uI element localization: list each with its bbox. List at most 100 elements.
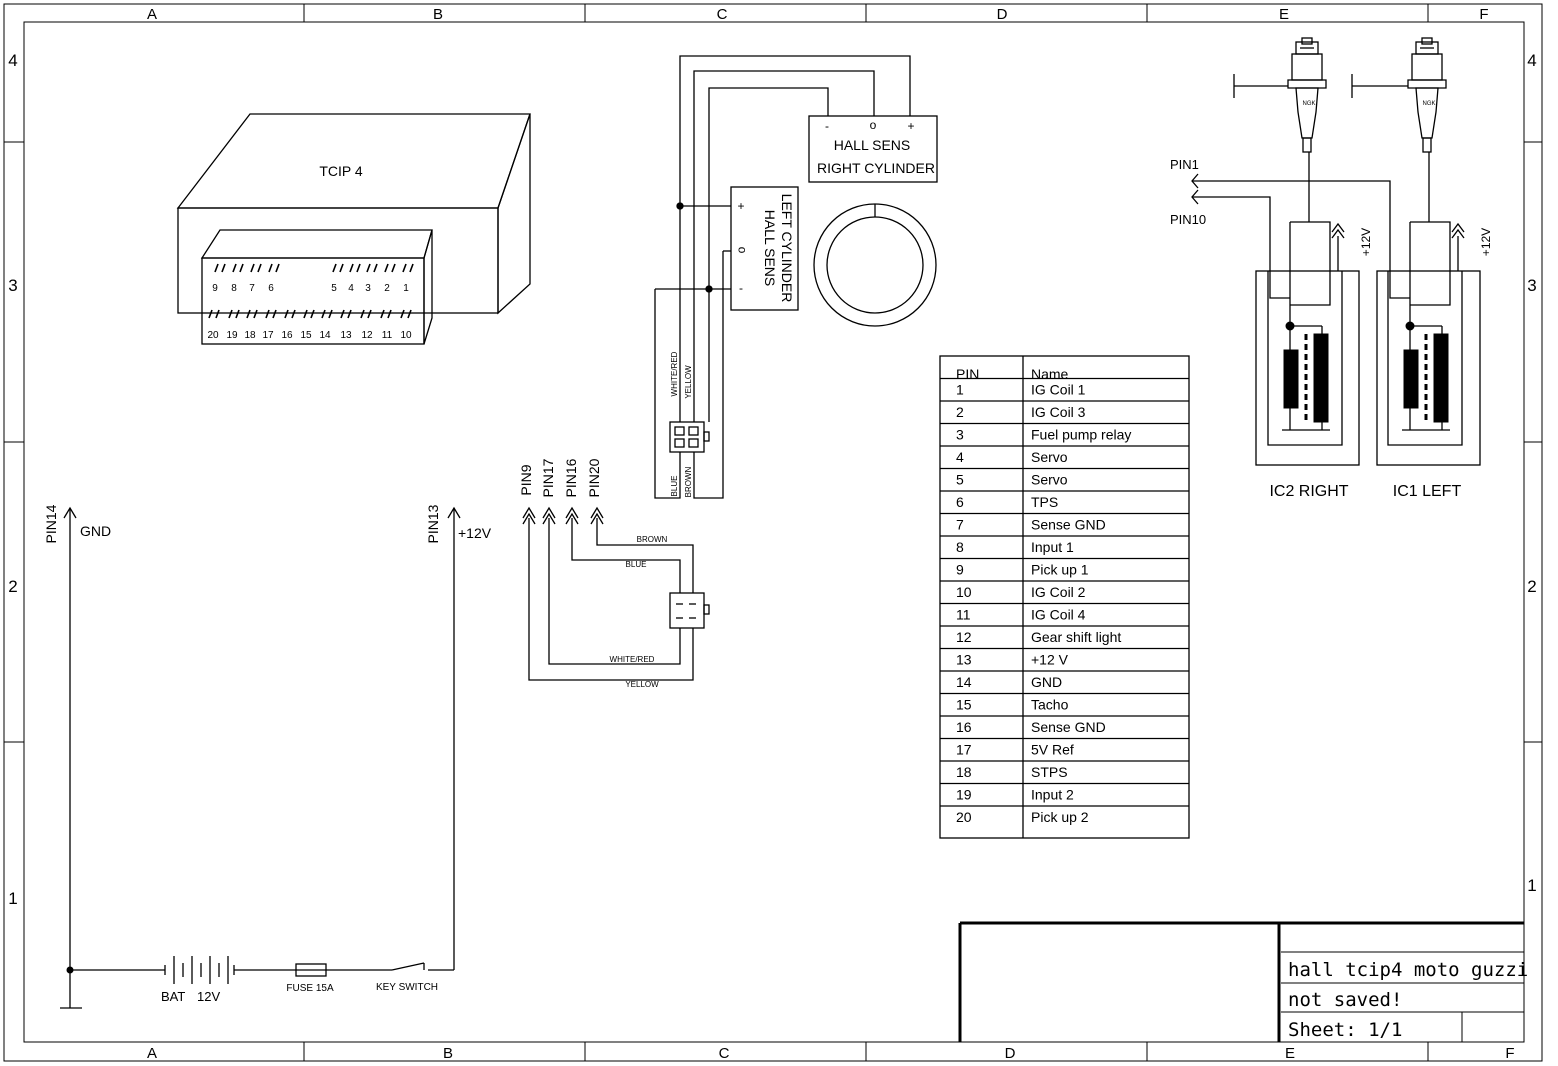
ecu-pin-5: 5	[331, 283, 337, 294]
pin-table-cell-pin: 4	[956, 449, 964, 465]
col-label-c: C	[717, 6, 728, 23]
ecu-pin-11: 11	[382, 330, 393, 341]
title-block: hall tcip4 moto guzzi not saved! Sheet: …	[958, 921, 1528, 1042]
trigger-wheel	[813, 203, 937, 327]
col-label-b: B	[433, 6, 443, 23]
wire-label-brown: BROWN	[684, 466, 693, 497]
col-label-d: D	[997, 6, 1008, 23]
pin-table-cell-name: GND	[1031, 674, 1062, 690]
pin-label-pin9: PIN9	[518, 464, 534, 495]
pin-table-cell-name: +12 V	[1031, 652, 1069, 668]
hall-wiring	[654, 55, 911, 499]
ignition-labels: PIN1 PIN10 +12V +12V IC2 RIGHT IC1 LEFT	[1170, 157, 1493, 500]
pin-table-header-pin: PIN	[956, 366, 979, 382]
ecu-pin-8: 8	[231, 283, 237, 294]
power-labels: PIN14 GND PIN13 +12V BAT 12V FUSE 15A KE…	[43, 504, 492, 1004]
hall-left-signal: o	[734, 246, 748, 253]
pin-table-cell-name: Input 1	[1031, 539, 1074, 555]
wire-label-yellow: YELLOW	[684, 365, 693, 399]
ecu-pin-10: 10	[400, 330, 412, 341]
hall-right-plus: +	[907, 119, 914, 133]
pin-table-cell-pin: 17	[956, 742, 972, 758]
pin-table-cell-pin: 3	[956, 427, 964, 443]
row-label-1-right: 1	[1527, 876, 1536, 895]
pin-table-cell-pin: 20	[956, 809, 972, 825]
pin-table-cell-pin: 18	[956, 764, 972, 780]
pin-table-cell-name: Servo	[1031, 472, 1068, 488]
hall-right-line2: RIGHT CYLINDER	[817, 160, 935, 176]
fuse-label: FUSE 15A	[286, 983, 334, 994]
pin-table-cell-pin: 5	[956, 472, 964, 488]
v12-pin-label: PIN13	[425, 504, 441, 543]
ecu-pin-6: 6	[268, 283, 274, 294]
fuse-symbol	[295, 963, 327, 977]
ecu-side-wiring	[528, 518, 710, 681]
battery-label: BAT	[161, 989, 185, 1004]
pin-table-cell-pin: 9	[956, 562, 964, 578]
pin-table-cell-name: Servo	[1031, 449, 1068, 465]
pin-label-pin17: PIN17	[540, 458, 556, 497]
ecu-pin-13: 13	[340, 330, 352, 341]
ecu-pin-9: 9	[212, 283, 218, 294]
pin-table-cell-name: STPS	[1031, 764, 1068, 780]
battery-symbol	[164, 956, 235, 984]
ecu-pin-3: 3	[365, 283, 371, 294]
pin-table-cell-name: Sense GND	[1031, 719, 1106, 735]
ecu-pin-18: 18	[244, 330, 256, 341]
col-label-e: E	[1279, 6, 1289, 23]
pin-table-cell-pin: 8	[956, 539, 964, 555]
hall-connector	[669, 421, 710, 453]
ignition-coil-right	[1255, 221, 1360, 466]
pin-table-cell-pin: 13	[956, 652, 972, 668]
title-block-status: not saved!	[1288, 989, 1402, 1011]
hall-left-line1: HALL SENS	[762, 210, 778, 287]
wire-label-yellow-2: YELLOW	[625, 680, 659, 689]
pin-table-cell-pin: 6	[956, 494, 964, 510]
coil-right-supply: +12V	[1359, 228, 1373, 256]
pin-table-cell-pin: 10	[956, 584, 972, 600]
pin-table-cell-pin: 16	[956, 719, 972, 735]
col-label-e-bottom: E	[1285, 1045, 1295, 1062]
ecu-pin-20: 20	[207, 330, 219, 341]
plug-brand-right: NGK	[1302, 101, 1315, 107]
drawing-frame	[3, 3, 1543, 1062]
hall-sensor-left: + o - HALL SENS LEFT CYLINDER	[730, 186, 799, 311]
ecu-pin-19: 19	[226, 330, 238, 341]
pin-table-cell-name: 5V Ref	[1031, 742, 1074, 758]
ecu-pin-17: 17	[262, 330, 274, 341]
ecu-title: TCIP 4	[319, 163, 363, 179]
wire-label-white-red-2: WHITE/RED	[610, 655, 655, 664]
row-label-2-left: 2	[8, 577, 17, 596]
col-label-f: F	[1479, 6, 1488, 23]
gnd-label: GND	[80, 523, 111, 539]
row-label-2-right: 2	[1527, 577, 1536, 596]
row-labels: 4 3 2 1 4 3 2 1	[8, 51, 1536, 908]
pin-table-cell-pin: 19	[956, 787, 972, 803]
col-label-a-bottom: A	[147, 1045, 157, 1062]
pin-label-pin16: PIN16	[563, 458, 579, 497]
row-label-4-right: 4	[1527, 51, 1536, 70]
key-switch-label: KEY SWITCH	[376, 982, 438, 993]
pin-table-cell-name: Fuel pump relay	[1031, 427, 1131, 443]
hall-right-minus: -	[825, 119, 829, 133]
col-label-a: A	[147, 6, 157, 23]
ecu-side-wire-labels: BROWN BLUE WHITE/RED YELLOW	[610, 535, 668, 689]
ecu-side-pin-labels: PIN9 PIN17 PIN16 PIN20	[518, 458, 602, 497]
ecu-pin-1: 1	[403, 283, 409, 294]
coil-right-label: IC2 RIGHT	[1269, 483, 1348, 500]
ignition-pin1-label: PIN1	[1170, 157, 1199, 172]
ignition-signal-lines	[1191, 152, 1430, 299]
column-labels-bottom: A B C D E F	[147, 1045, 1515, 1062]
col-label-d-bottom: D	[1005, 1045, 1016, 1062]
wire-label-brown-2: BROWN	[637, 535, 668, 544]
col-label-f-bottom: F	[1505, 1045, 1514, 1062]
spark-plug-right: NGK	[1233, 37, 1327, 153]
coil-left-label: IC1 LEFT	[1393, 483, 1462, 500]
title-block-title: hall tcip4 moto guzzi	[1288, 959, 1528, 981]
pin-table-cell-name: Pick up 2	[1031, 809, 1089, 825]
ecu-pin-slots	[208, 263, 414, 319]
pin-table-cell-name: Tacho	[1031, 697, 1069, 713]
ecu-pin-16: 16	[281, 330, 293, 341]
